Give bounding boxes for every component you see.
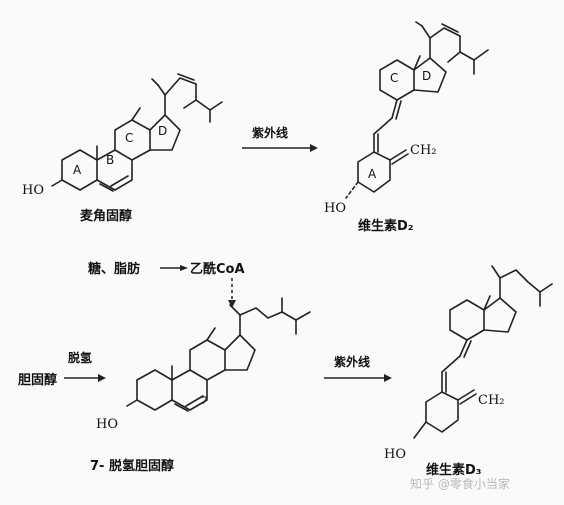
ergosterol-structure: HO A B C D 麦角固醇 xyxy=(22,73,223,224)
ring-d-label: D xyxy=(158,124,167,138)
position-7-label: 7 xyxy=(201,396,207,407)
vitamin-d2-structure: CH₂ HO A C D 维生素D₂ xyxy=(324,21,489,234)
ergosterol-name: 麦角固醇 xyxy=(80,208,132,224)
vitamin-d3-hydroxyl-label: HO xyxy=(384,447,406,462)
vitamin-d2-name: 维生素D₂ xyxy=(358,218,414,234)
cholesterol-label: 胆固醇 xyxy=(18,372,57,388)
uv-arrow-1-label: 紫外线 xyxy=(252,125,288,140)
uv-arrow-1: 紫外线 xyxy=(242,125,318,152)
dehydrocholesterol-name: 7- 脱氢胆固醇 xyxy=(90,458,174,474)
vitamin-d3-name: 维生素D₃ xyxy=(426,462,482,478)
dehydrogenation-arrow: 胆固醇 脱氢 xyxy=(18,350,106,388)
precursor-row: 糖、脂肪 乙酰CoA xyxy=(88,261,245,308)
ergosterol-hydroxyl-label: HO xyxy=(22,183,44,198)
ring-b-label: B xyxy=(106,153,114,167)
uv-arrow-2: 紫外线 xyxy=(324,354,392,382)
dehydro-hydroxyl-label: HO xyxy=(96,417,118,432)
methylene-label: CH₂ xyxy=(410,143,437,158)
vitamin-d2-hydroxyl-label: HO xyxy=(324,201,346,216)
dehydrocholesterol-structure: HO 7 7- 脱氢胆固醇 xyxy=(90,297,311,474)
d2-ring-c-label: C xyxy=(390,71,398,85)
dehydrogenation-label: 脱氢 xyxy=(68,350,92,365)
vitamin-d3-structure: CH₂ HO 维生素D₃ xyxy=(384,265,553,478)
ring-a-label: A xyxy=(73,163,82,177)
d2-ring-a-label: A xyxy=(368,167,377,181)
ring-c-label: C xyxy=(125,131,133,145)
d2-ring-d-label: D xyxy=(422,69,431,83)
acetyl-coa-label: 乙酰CoA xyxy=(190,261,245,277)
d3-methylene-label: CH₂ xyxy=(478,393,505,408)
watermark-text: 知乎 @零食小当家 xyxy=(410,476,510,491)
sugar-fat-label: 糖、脂肪 xyxy=(88,261,140,277)
uv-arrow-2-label: 紫外线 xyxy=(334,354,370,369)
